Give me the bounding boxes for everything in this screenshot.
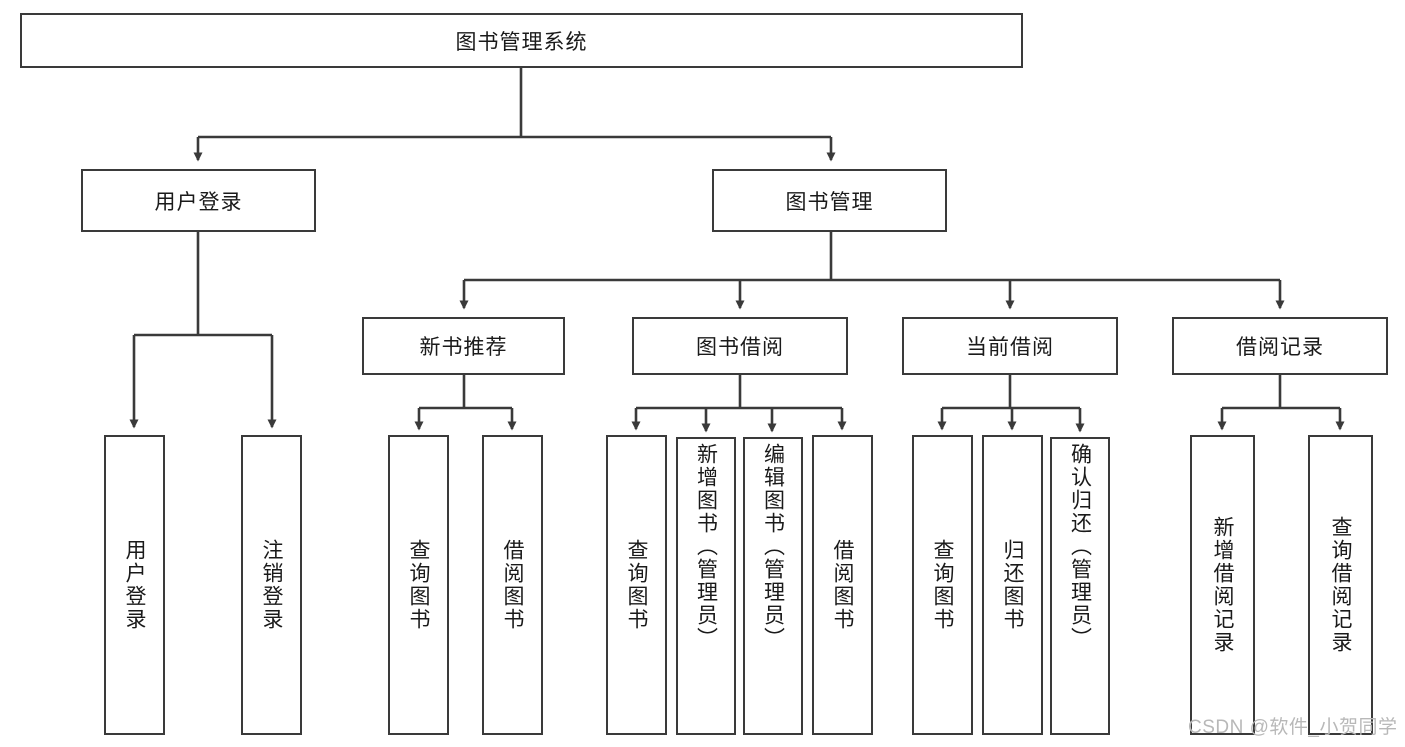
node-leaf-add-book-admin[interactable]: 新增图书（管理员）	[676, 437, 736, 735]
node-leaf-query-book-2[interactable]: 查询图书	[606, 435, 667, 735]
node-leaf-borrow-book-1[interactable]: 借阅图书	[482, 435, 543, 735]
node-leaf-query-borrow-record[interactable]: 查询借阅记录	[1308, 435, 1373, 735]
node-new-book-recommend[interactable]: 新书推荐	[362, 317, 565, 375]
watermark: CSDN @软件_小贺同学	[1188, 717, 1398, 738]
node-root-system[interactable]: 图书管理系统	[20, 13, 1023, 68]
node-current-borrow[interactable]: 当前借阅	[902, 317, 1118, 375]
node-leaf-logout-login[interactable]: 注销登录	[241, 435, 302, 735]
node-user-login[interactable]: 用户登录	[81, 169, 316, 232]
node-book-management[interactable]: 图书管理	[712, 169, 947, 232]
node-leaf-query-book-1[interactable]: 查询图书	[388, 435, 449, 735]
node-book-borrow[interactable]: 图书借阅	[632, 317, 848, 375]
node-borrow-record[interactable]: 借阅记录	[1172, 317, 1388, 375]
node-leaf-edit-book-admin[interactable]: 编辑图书（管理员）	[743, 437, 803, 735]
node-leaf-return-book[interactable]: 归还图书	[982, 435, 1043, 735]
node-leaf-borrow-book-2[interactable]: 借阅图书	[812, 435, 873, 735]
node-leaf-user-login[interactable]: 用户登录	[104, 435, 165, 735]
node-leaf-add-borrow-record[interactable]: 新增借阅记录	[1190, 435, 1255, 735]
node-leaf-query-book-3[interactable]: 查询图书	[912, 435, 973, 735]
node-leaf-confirm-return-admin[interactable]: 确认归还（管理员）	[1050, 437, 1110, 735]
